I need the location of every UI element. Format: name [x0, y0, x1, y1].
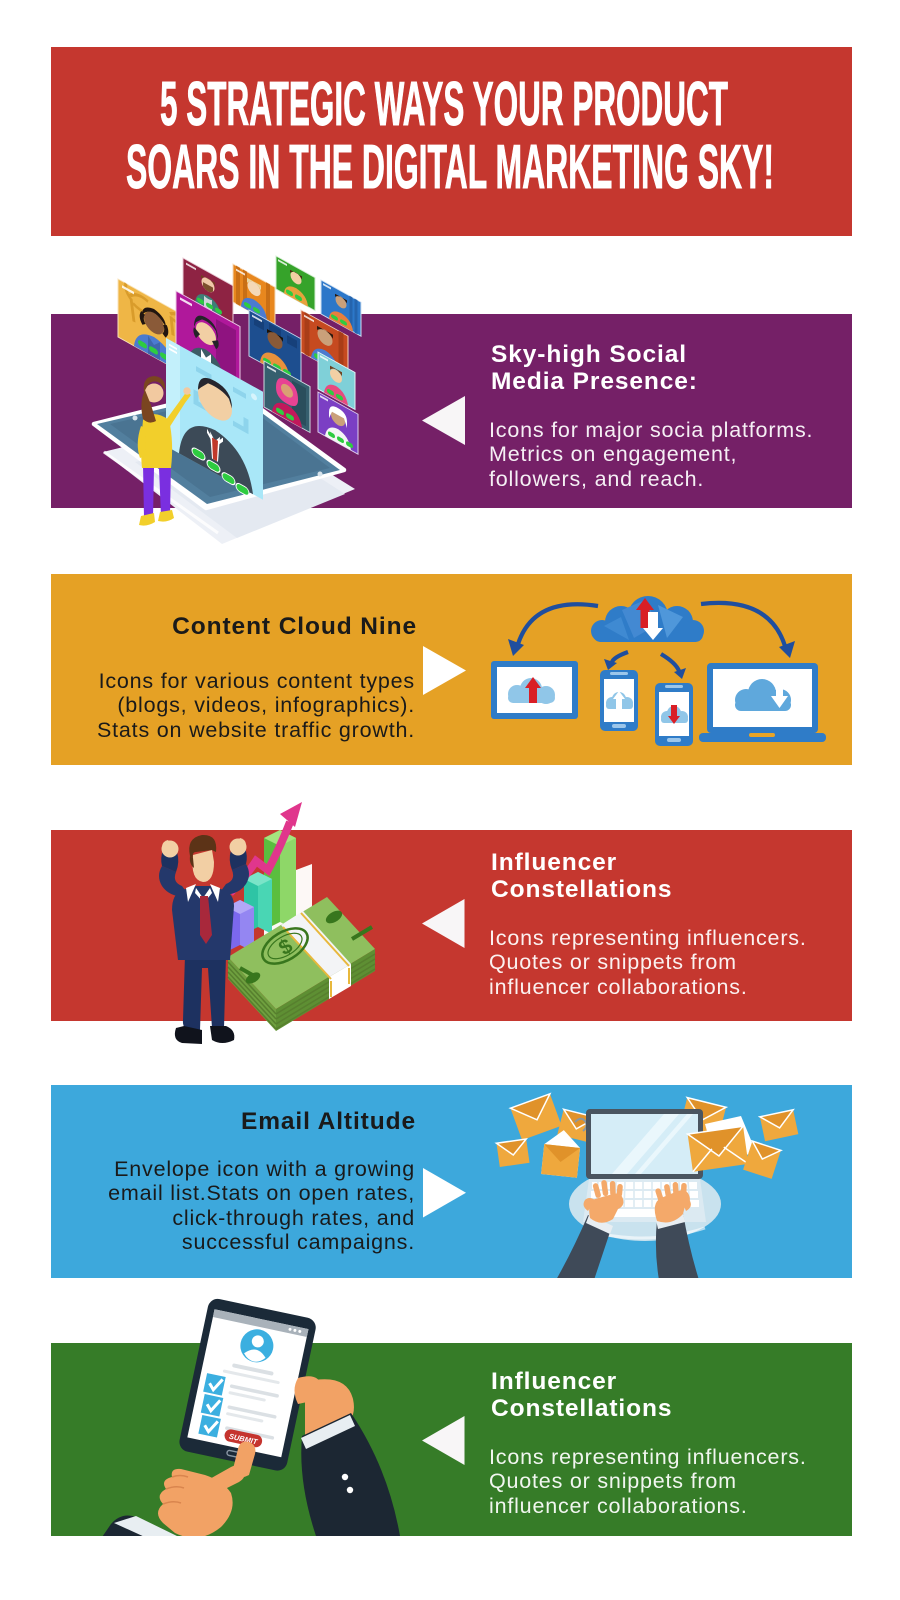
svg-text:5 STRATEGIC WAYS YOUR PRODUCT: 5 STRATEGIC WAYS YOUR PRODUCT: [160, 70, 728, 139]
svg-text:SOARS IN THE DIGITAL MARKETING: SOARS IN THE DIGITAL MARKETING SKY!: [126, 133, 774, 202]
